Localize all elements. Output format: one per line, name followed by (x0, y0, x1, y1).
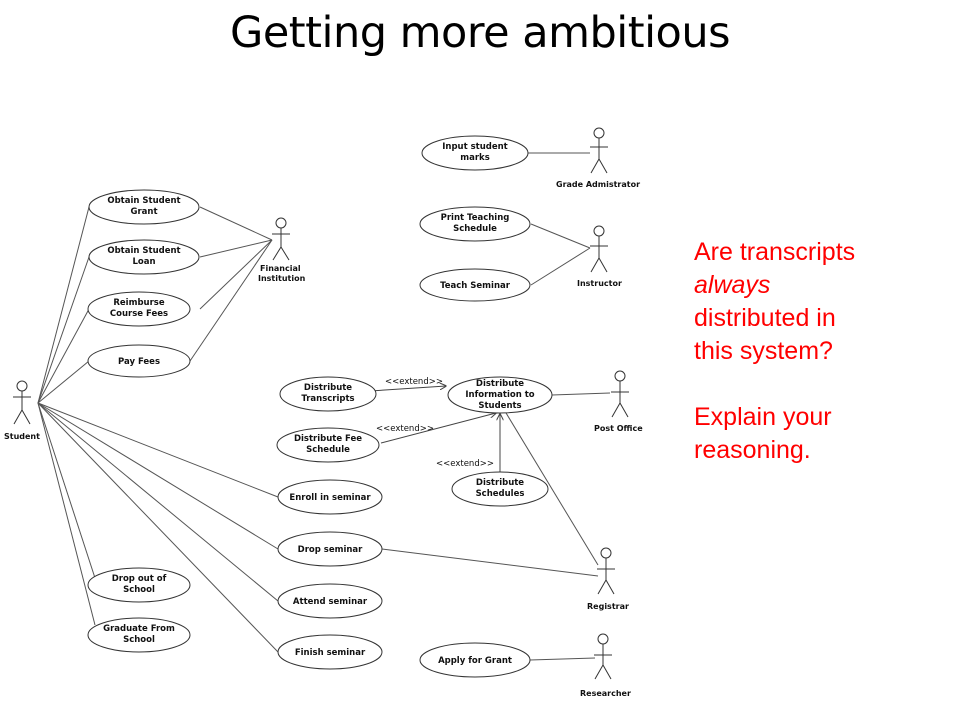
uc-label: Drop out of (112, 574, 167, 584)
uc-label: Teach Seminar (440, 281, 511, 291)
uc-label: Input student (442, 142, 508, 152)
uc-enroll (277, 479, 383, 515)
uc-label: Distribute (476, 379, 524, 389)
uc-drop-seminar (277, 531, 383, 567)
extend-relationships (369, 386, 500, 472)
uc-label: Pay Fees (118, 357, 160, 367)
uc-attend (277, 583, 383, 619)
uc-label: Schedule (453, 224, 497, 234)
spacer (694, 368, 944, 401)
uc-pay-fees (87, 344, 191, 378)
uc-reimburse (87, 291, 191, 327)
actor-label-student: Student (4, 432, 40, 441)
uc-label: Loan (132, 257, 155, 267)
actor-label-post-office: Post Office (594, 424, 643, 433)
uc-label: Schedules (476, 489, 525, 499)
grade-administrator-icon (590, 127, 608, 174)
uc-label: School (123, 635, 155, 645)
student-icon (13, 380, 31, 425)
uc-label: School (123, 585, 155, 595)
uc-dist-transcripts (279, 376, 377, 412)
post-office-icon (611, 370, 629, 418)
uc-drop-out (87, 567, 191, 603)
uc-input-marks (421, 135, 529, 171)
instructor-icon (590, 225, 608, 273)
actor-label-instructor: Instructor (577, 279, 622, 288)
uc-obtain-grant (88, 189, 200, 225)
slide-title: Getting more ambitious (230, 8, 730, 58)
uc-label: Apply for Grant (438, 656, 512, 666)
actor-label-grade-admin: Grade Admistrator (556, 180, 640, 189)
extend-label-transcripts: <<extend>> (385, 377, 443, 387)
uc-label: Enroll in seminar (289, 493, 371, 503)
use-case-ellipses (87, 135, 553, 678)
actor-figures (13, 127, 629, 680)
uc-dist-info (447, 376, 553, 414)
use-case-labels: Obtain Student Grant Obtain Student Loan… (103, 142, 535, 666)
uc-label: Information to (465, 390, 534, 400)
prompt-line: reasoning. (694, 436, 811, 464)
uc-label: Distribute (476, 478, 524, 488)
uc-label: Obtain Student (107, 196, 180, 206)
uc-label: Print Teaching (441, 213, 510, 223)
uc-label: Grant (130, 207, 157, 217)
uc-finish (277, 634, 383, 670)
uc-label: Obtain Student (107, 246, 180, 256)
question-line: Are transcripts (694, 238, 856, 266)
uc-label: Reimburse (113, 298, 164, 308)
uc-obtain-loan (88, 239, 200, 275)
uc-dist-schedules (451, 471, 549, 507)
uc-label: marks (460, 153, 490, 163)
uc-graduate (87, 617, 191, 653)
uc-teach (419, 268, 531, 302)
uc-label: Transcripts (301, 394, 354, 404)
uc-print-schedule (419, 206, 531, 242)
uc-label: Students (478, 401, 521, 411)
actor-labels: Student Financial Institution Grade Admi… (4, 180, 643, 698)
extend-label-schedules: <<extend>> (436, 459, 494, 469)
uc-label: Schedule (306, 445, 350, 455)
registrar-icon (597, 547, 615, 595)
uc-label: Distribute Fee (294, 434, 362, 444)
emphasis-word: always (694, 271, 771, 299)
uc-dist-fee (276, 427, 380, 463)
financial-associations (189, 206, 273, 362)
uc-label: Course Fees (110, 309, 168, 319)
uc-label: Finish seminar (295, 648, 366, 658)
actor-label-researcher: Researcher (580, 689, 631, 698)
uc-label: Graduate From (103, 624, 175, 634)
question-line: this system? (694, 337, 833, 365)
other-associations (381, 152, 611, 661)
uc-label: Attend seminar (293, 597, 368, 607)
question-text-block: Are transcripts always distributed in th… (694, 236, 944, 467)
uc-label: Drop seminar (298, 545, 364, 555)
student-associations (37, 206, 279, 653)
extend-label-fee: <<extend>> (376, 424, 434, 434)
actor-label-financial: Financial (260, 264, 301, 273)
financial-institution-icon (272, 217, 290, 261)
actor-label-registrar: Registrar (587, 602, 629, 611)
uc-apply-grant (419, 642, 531, 678)
actor-label-financial: Institution (258, 274, 306, 283)
researcher-icon (594, 633, 612, 680)
question-line-emphasis: always (694, 269, 944, 302)
uc-label: Distribute (304, 383, 352, 393)
prompt-line: Explain your (694, 403, 832, 431)
question-line: distributed in (694, 304, 836, 332)
